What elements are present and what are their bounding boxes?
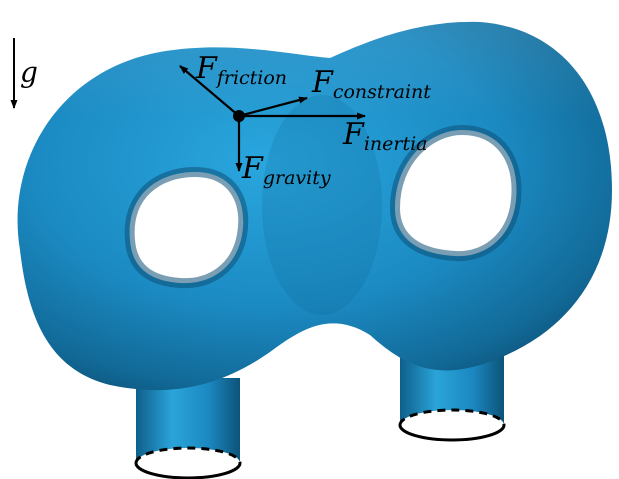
gravity-indicator: g: [14, 38, 38, 108]
left-pipe: [136, 378, 240, 478]
gravity-label: g: [20, 56, 38, 89]
contact-point: [233, 110, 245, 122]
